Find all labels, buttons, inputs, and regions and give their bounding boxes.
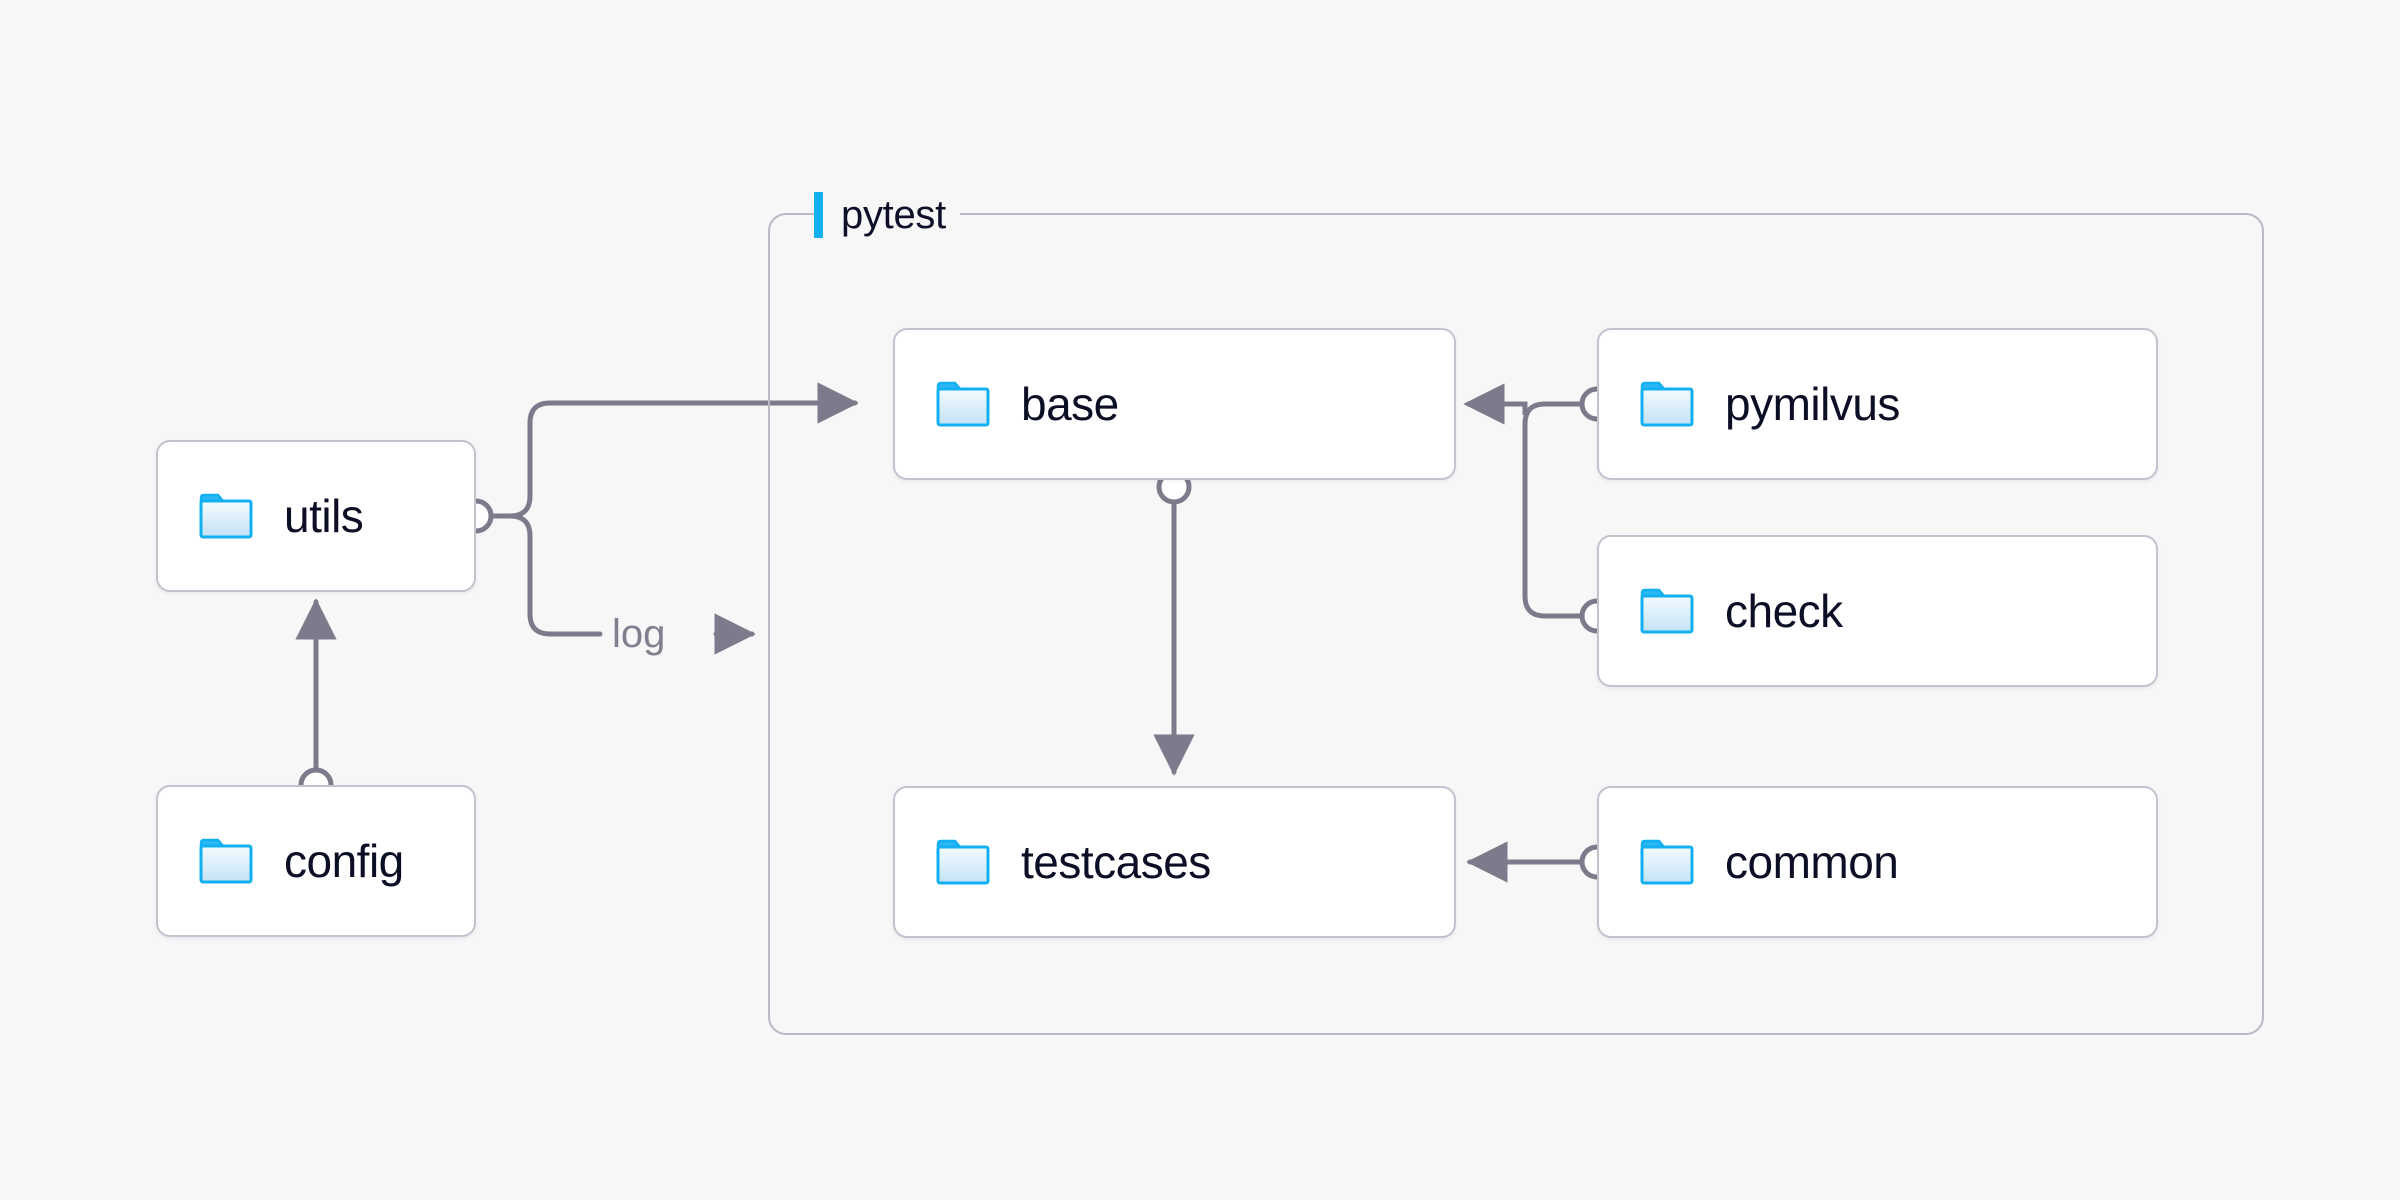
group-accent-bar bbox=[814, 192, 823, 238]
edge-label-log: log bbox=[604, 606, 674, 662]
node-label: pymilvus bbox=[1725, 378, 1900, 430]
node-base[interactable]: base bbox=[893, 328, 1456, 480]
node-utils[interactable]: utils bbox=[156, 440, 476, 592]
edge-label-log-text: log bbox=[612, 611, 666, 656]
group-pytest-label: pytest bbox=[814, 188, 960, 242]
group-pytest[interactable] bbox=[768, 213, 2264, 1035]
node-pymilvus[interactable]: pymilvus bbox=[1597, 328, 2158, 480]
node-testcases[interactable]: testcases bbox=[893, 786, 1456, 938]
node-label: utils bbox=[284, 490, 364, 542]
node-label: check bbox=[1725, 585, 1843, 637]
node-config[interactable]: config bbox=[156, 785, 476, 937]
folder-icon bbox=[936, 839, 990, 885]
folder-icon bbox=[1640, 381, 1694, 427]
folder-icon bbox=[199, 838, 253, 884]
node-label: common bbox=[1725, 836, 1899, 888]
folder-icon bbox=[1640, 839, 1694, 885]
node-label: base bbox=[1021, 378, 1119, 430]
group-label-text: pytest bbox=[841, 193, 946, 237]
node-common[interactable]: common bbox=[1597, 786, 2158, 938]
folder-icon bbox=[199, 493, 253, 539]
node-check[interactable]: check bbox=[1597, 535, 2158, 687]
folder-icon bbox=[1640, 588, 1694, 634]
edge-utils-to-log bbox=[473, 513, 603, 637]
node-label: config bbox=[284, 835, 404, 887]
node-label: testcases bbox=[1021, 836, 1211, 888]
folder-icon bbox=[936, 381, 990, 427]
